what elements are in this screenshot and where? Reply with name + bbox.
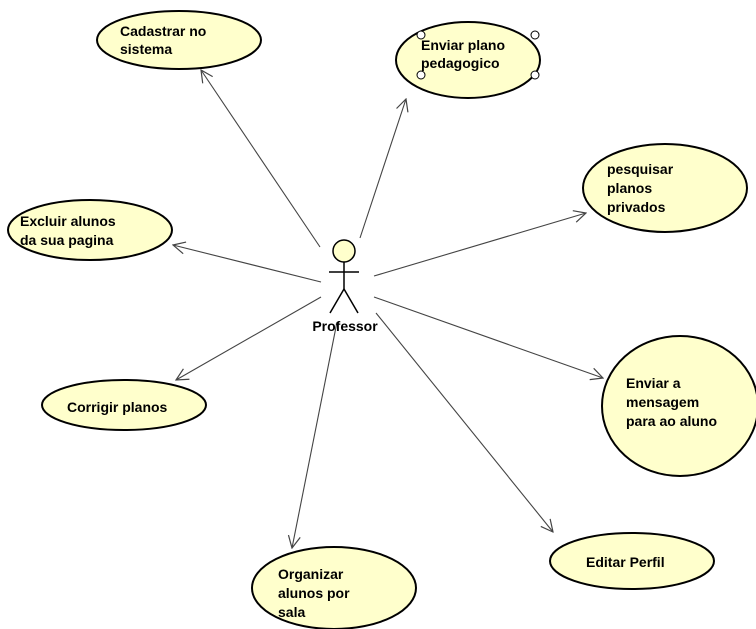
- usecase-ellipse: [251, 546, 417, 629]
- usecase-ellipse: [582, 143, 748, 233]
- usecase-label-line: Organizar: [278, 566, 344, 582]
- association-pesquisar: [373, 213, 586, 277]
- actor-head: [332, 239, 356, 263]
- usecase-label-line: sistema: [120, 41, 172, 57]
- usecase-label-line: para ao aluno: [626, 413, 717, 429]
- actor-professor[interactable]: Professor: [312, 239, 378, 334]
- usecase-label: Enviar plano pedagogico: [421, 37, 505, 71]
- usecase-label-line: planos: [607, 180, 652, 196]
- usecase-label: pesquisar planos privados: [607, 161, 674, 215]
- usecase-corrigir[interactable]: Corrigir planos: [41, 379, 207, 431]
- association-enviar-mensagem: [373, 296, 603, 378]
- usecase-label-line: da sua pagina: [20, 232, 114, 248]
- selection-handle[interactable]: [416, 70, 426, 80]
- association-excluir: [173, 245, 322, 283]
- association-enviar-plano: [359, 99, 406, 239]
- actor-left-leg: [329, 288, 345, 314]
- selection-handle[interactable]: [530, 30, 540, 40]
- usecase-ellipse: [549, 532, 715, 590]
- usecase-excluir[interactable]: Excluir alunos da sua pagina: [7, 199, 173, 261]
- usecase-label-line: mensagem: [626, 394, 699, 410]
- usecase-label-line: Enviar a: [626, 375, 681, 391]
- associations: [173, 70, 603, 548]
- use-cases: Cadastrar no sistema Enviar plano pedagogic…: [7, 10, 756, 629]
- association-cadastrar: [201, 70, 321, 248]
- usecase-label-line: Excluir alunos: [20, 213, 116, 229]
- usecase-editar-perfil[interactable]: Editar Perfil: [549, 532, 715, 590]
- usecase-ellipse: [7, 199, 173, 261]
- usecase-label-line: sala: [278, 604, 305, 620]
- usecase-label: Cadastrar no sistema: [120, 23, 206, 57]
- usecase-enviar-mensagem[interactable]: Enviar a mensagem para ao aluno: [601, 335, 756, 477]
- selection-handle[interactable]: [416, 30, 426, 40]
- usecase-ellipse: [41, 379, 207, 431]
- usecase-label-line: alunos por: [278, 585, 350, 601]
- usecase-ellipse: [96, 10, 262, 70]
- selection-handle[interactable]: [530, 70, 540, 80]
- usecase-pesquisar[interactable]: pesquisar planos privados: [582, 143, 748, 233]
- usecase-label-line: Corrigir planos: [67, 399, 168, 415]
- usecase-label-line: pesquisar: [607, 161, 674, 177]
- actor-right-leg: [343, 288, 359, 314]
- usecase-ellipse: [601, 335, 756, 477]
- usecase-ellipse: [395, 21, 541, 99]
- usecase-label: Corrigir planos: [67, 399, 168, 415]
- association-organizar: [292, 321, 338, 548]
- usecase-label: Excluir alunos da sua pagina: [20, 213, 116, 248]
- usecase-organizar[interactable]: Organizar alunos por sala: [251, 546, 417, 629]
- usecase-cadastrar[interactable]: Cadastrar no sistema: [96, 10, 262, 70]
- usecase-label: Editar Perfil: [586, 554, 665, 570]
- association-corrigir: [176, 296, 322, 380]
- usecase-label-line: Enviar plano: [421, 37, 505, 53]
- usecase-label: Enviar a mensagem para ao aluno: [626, 375, 717, 429]
- association-editar-perfil: [375, 312, 553, 532]
- usecase-label-line: Editar Perfil: [586, 554, 665, 570]
- usecase-label-line: privados: [607, 199, 666, 215]
- usecase-label: Organizar alunos por sala: [278, 566, 350, 620]
- usecase-label-line: Cadastrar no: [120, 23, 206, 39]
- usecase-enviar-plano[interactable]: Enviar plano pedagogico: [395, 21, 541, 99]
- usecase-label-line: pedagogico: [421, 55, 500, 71]
- actor-label: Professor: [312, 318, 378, 334]
